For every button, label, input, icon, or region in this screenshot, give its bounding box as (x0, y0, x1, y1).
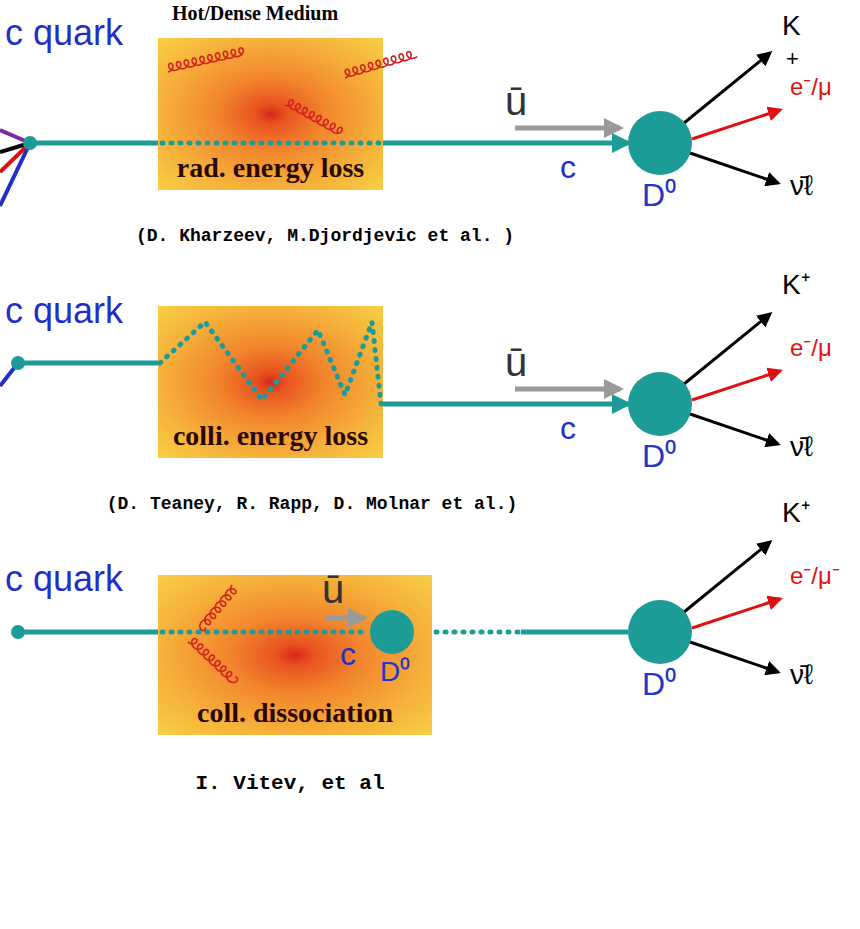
particle-label: ū (505, 78, 527, 124)
antiquark-arrow (515, 126, 620, 131)
particle-label: K⁺ (782, 497, 810, 529)
meson-label: D⁰ (642, 177, 676, 214)
particle-label: ū (505, 339, 527, 385)
particle-label: + (786, 46, 799, 71)
particle-label: K (782, 10, 801, 42)
connector (383, 404, 628, 405)
connector-line (383, 141, 628, 146)
meson-label: D⁰ (380, 656, 410, 688)
citation-text: (D. Teaney, R. Rapp, D. Molnar et al.) (107, 494, 517, 514)
process-label: rad. energy loss (177, 153, 364, 184)
particle-label: e⁻/μ (790, 73, 832, 101)
connector-line (383, 402, 628, 407)
meson-circle: D⁰ (628, 111, 692, 175)
particle-label: c quark (5, 290, 123, 331)
kaon-arrow (684, 542, 770, 612)
neutrino-arrow (690, 153, 778, 183)
citation-text: (D. Kharzeev, M.Djordjevic et al. ) (136, 226, 514, 246)
vertex-dot (11, 625, 25, 639)
lepton-arrow (692, 599, 780, 628)
meson-circle: D⁰ (628, 372, 692, 436)
connector-line (521, 630, 628, 635)
meson-label: D⁰ (642, 438, 676, 475)
vertex-dot (23, 136, 37, 150)
connector (383, 143, 628, 144)
particle-label: ū (322, 566, 344, 612)
kaon-arrow (684, 53, 770, 123)
kaon-arrow (684, 314, 770, 384)
particle-label: ν̄ℓ (790, 170, 813, 202)
particle-label: ν̄ℓ (790, 431, 813, 463)
process-label: coll. dissociation (197, 698, 393, 729)
lepton-arrow (692, 371, 780, 400)
particle-label: e⁻/μ (790, 334, 832, 362)
medium-box: coll. dissociation D⁰ (158, 575, 432, 735)
neutrino-arrow (690, 414, 778, 444)
lepton-arrow (692, 110, 780, 139)
process-label: colli. energy loss (173, 421, 368, 452)
particle-label: c quark (5, 12, 123, 53)
particle-label: c (340, 636, 356, 673)
parton-line (0, 143, 30, 206)
medium-box: rad. energy loss (158, 38, 383, 190)
particle-label: e⁻/μ⁻ (790, 562, 840, 590)
edge-label: c (560, 149, 576, 186)
particle-label: ν̄ℓ (790, 659, 813, 691)
diagram-title: Hot/Dense Medium (172, 2, 338, 25)
dotted-connector (418, 630, 521, 635)
vertex-dot (11, 356, 25, 370)
quark-line (18, 361, 158, 366)
meson-circle: D⁰ (628, 600, 692, 664)
connector (418, 632, 628, 633)
quark-line (30, 141, 158, 146)
citation-text: I. Vitev, et al (195, 772, 384, 795)
meson-circle: D⁰ (370, 610, 414, 654)
particle-label: c quark (5, 558, 123, 599)
neutrino-arrow (690, 642, 778, 672)
particle-label: K⁺ (782, 269, 810, 301)
edge-label: c (560, 410, 576, 447)
medium-box: colli. energy loss (158, 306, 383, 458)
quark-line (18, 630, 158, 635)
meson-label: D⁰ (642, 666, 676, 703)
antiquark-arrow (515, 387, 620, 392)
